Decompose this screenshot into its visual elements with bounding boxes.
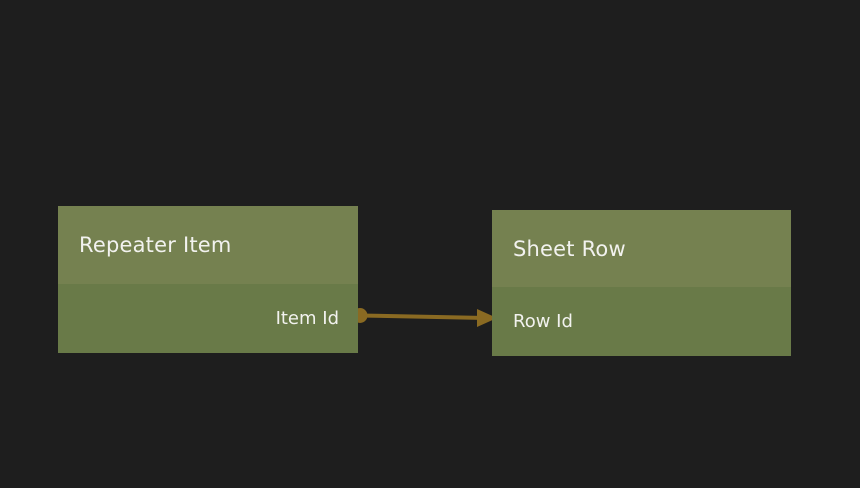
node-body-sheet-row: Row Id bbox=[492, 287, 791, 356]
entity-node-sheet-row[interactable]: Sheet Row Row Id bbox=[492, 210, 791, 356]
node-body-repeater-item: Item Id bbox=[58, 284, 358, 353]
node-field-label: Row Id bbox=[513, 311, 573, 332]
relationship-connector-item-id-to-row-id[interactable] bbox=[352, 308, 498, 327]
node-field-item-id[interactable]: Item Id bbox=[58, 284, 358, 353]
node-field-row-id[interactable]: Row Id bbox=[492, 287, 791, 356]
node-title: Repeater Item bbox=[79, 233, 232, 257]
connector-line bbox=[359, 313, 487, 320]
node-header-repeater-item[interactable]: Repeater Item bbox=[58, 206, 358, 284]
node-title: Sheet Row bbox=[513, 236, 626, 261]
node-field-label: Item Id bbox=[275, 308, 339, 329]
entity-node-repeater-item[interactable]: Repeater Item Item Id bbox=[58, 206, 358, 353]
node-header-sheet-row[interactable]: Sheet Row bbox=[492, 210, 791, 287]
